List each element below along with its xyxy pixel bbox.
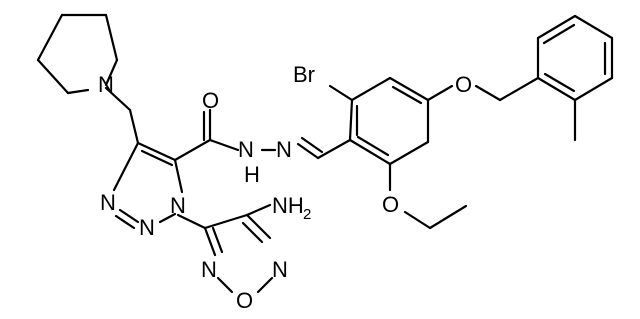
bond: [316, 138, 352, 160]
ether-oxygen-label: O: [455, 72, 472, 97]
hydrazide-nitrogen-label: N: [238, 137, 254, 162]
ethoxy-oxygen-label: O: [382, 192, 399, 217]
bond: [536, 14, 577, 40]
bond: [245, 213, 272, 240]
imine-nitrogen-label: N: [276, 137, 292, 162]
atom-labels: N O Br O N H N N N N NH 2 N N O O: [98, 62, 472, 313]
bond: [256, 276, 274, 294]
bond: [388, 76, 430, 102]
bond: [543, 72, 576, 93]
amino-subscript-label: 2: [303, 206, 311, 223]
bond: [348, 98, 354, 142]
bond-lines: [36, 13, 614, 294]
bond: [173, 138, 212, 162]
bond: [118, 208, 140, 224]
pyrrolidine-nitrogen-label: N: [98, 72, 114, 97]
bond: [66, 88, 90, 95]
bond: [328, 84, 354, 102]
bond: [350, 76, 392, 102]
bond: [348, 138, 392, 166]
bond: [173, 158, 184, 194]
bond: [498, 76, 540, 102]
bond: [203, 226, 217, 257]
bond: [216, 276, 234, 294]
furazan-oxygen-label: O: [236, 288, 253, 313]
bond: [104, 86, 132, 112]
bond: [36, 58, 70, 95]
bond: [426, 84, 454, 102]
bromine-label: Br: [293, 62, 315, 87]
amino-nh-label: NH: [272, 193, 304, 218]
bond: [296, 142, 320, 160]
bond: [140, 149, 174, 167]
bond: [211, 226, 224, 254]
furazan-nitrogen-left-label: N: [201, 257, 217, 282]
bond: [208, 138, 240, 152]
bond: [542, 23, 576, 45]
bond: [203, 213, 249, 230]
bond: [245, 203, 272, 217]
triazole-nitrogen-3-label: N: [100, 190, 116, 215]
bond: [536, 76, 577, 102]
triazole-nitrogen-2-label: N: [139, 215, 155, 240]
bond: [128, 108, 140, 145]
bond: [112, 141, 140, 192]
bond: [158, 212, 177, 224]
bond: [300, 136, 324, 154]
hydrazide-hydrogen-label: H: [244, 162, 260, 187]
furazan-nitrogen-right-label: N: [272, 257, 288, 282]
bond: [36, 13, 64, 62]
triazole-nitrogen-1-label: N: [170, 193, 186, 218]
carbonyl-oxygen-label: O: [202, 88, 219, 113]
bond: [428, 204, 468, 230]
bond: [403, 210, 432, 230]
bond: [114, 214, 136, 230]
bond: [573, 14, 614, 40]
bond: [136, 141, 177, 162]
bond: [388, 140, 430, 166]
bond: [104, 58, 119, 87]
bond: [391, 85, 423, 105]
bond: [104, 13, 119, 62]
bond: [356, 135, 390, 157]
bond: [474, 84, 502, 102]
bond: [176, 213, 207, 230]
bond: [241, 221, 264, 244]
bond: [573, 76, 614, 102]
